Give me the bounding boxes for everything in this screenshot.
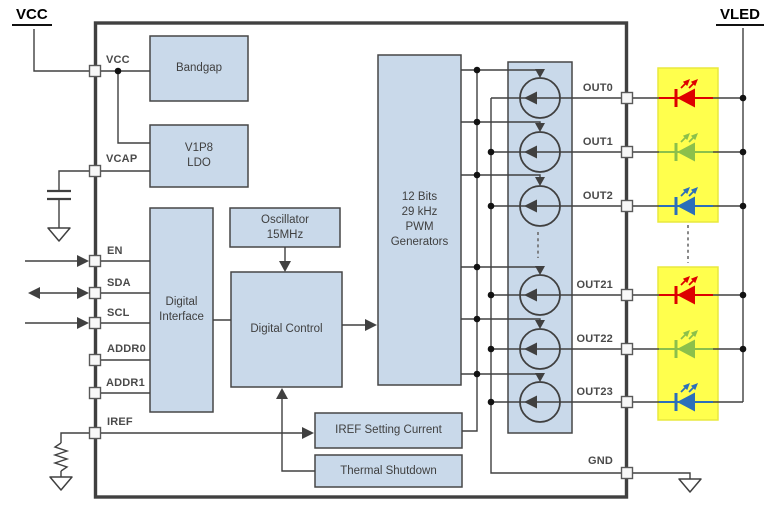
pin-label-vcap: VCAP bbox=[106, 153, 138, 165]
pin-out0 bbox=[620, 91, 634, 105]
oscillator-label: Oscillator 15MHz bbox=[230, 208, 340, 247]
left-pin-wires bbox=[100, 260, 150, 394]
di-line2: Interface bbox=[159, 311, 204, 323]
digital-control-block bbox=[230, 271, 343, 388]
pwm-line2: 29 kHz bbox=[401, 206, 438, 218]
pin-label-sda: SDA bbox=[107, 277, 131, 289]
pin-label-out21: OUT21 bbox=[576, 279, 613, 291]
pin-label-vcc: VCC bbox=[106, 54, 130, 66]
digital-interface-label: Digital Interface bbox=[150, 208, 213, 412]
digital-control-label: Digital Control bbox=[231, 272, 342, 387]
pin-label-out23: OUT23 bbox=[576, 386, 613, 398]
ldo-label: V1P8 LDO bbox=[150, 125, 248, 187]
bandgap-block bbox=[149, 35, 249, 102]
pin-gnd bbox=[620, 466, 634, 480]
ground-symbol-vcap bbox=[47, 227, 71, 242]
pin-label-out1: OUT1 bbox=[582, 136, 613, 148]
pin-out23 bbox=[620, 395, 634, 409]
pin-label-scl: SCL bbox=[107, 307, 130, 319]
osc-line1: Oscillator bbox=[261, 213, 309, 226]
pin-label-addr0: ADDR0 bbox=[107, 343, 146, 355]
vled-supply-label: VLED bbox=[716, 6, 765, 26]
scl-input-arrow bbox=[25, 317, 89, 329]
vcc-supply-label: VCC bbox=[12, 6, 52, 26]
pin-vcc bbox=[88, 64, 102, 78]
pwm-line1: 12 Bits bbox=[401, 191, 438, 203]
pin-label-addr1: ADDR1 bbox=[106, 377, 145, 389]
pin-out1 bbox=[620, 145, 634, 159]
pin-out22 bbox=[620, 342, 634, 356]
pin-vcap bbox=[88, 164, 102, 178]
bandgap-label: Bandgap bbox=[150, 36, 248, 101]
pins bbox=[88, 64, 634, 480]
ground-symbol-iref bbox=[49, 476, 73, 491]
ldo-line2: LDO bbox=[187, 157, 211, 169]
vcc-external-wire bbox=[33, 29, 89, 72]
dc-to-pwm-arrow bbox=[342, 319, 377, 331]
iref-internal-wire bbox=[100, 427, 314, 439]
pin-label-en: EN bbox=[107, 245, 123, 257]
pwm-generators-block bbox=[377, 54, 462, 386]
osc-to-dc-arrow bbox=[279, 247, 291, 272]
pwm-feed-wires bbox=[461, 69, 545, 382]
iref-setting-text: IREF Setting Current bbox=[335, 424, 442, 436]
pin-label-gnd: GND bbox=[587, 455, 613, 467]
thermal-shutdown-label: Thermal Shutdown bbox=[315, 455, 462, 487]
pin-label-out0: OUT0 bbox=[582, 82, 613, 94]
junction-dots bbox=[114, 66, 747, 406]
gnd-bus bbox=[490, 98, 622, 474]
dc-text: Digital Control bbox=[250, 323, 323, 335]
pin-out21 bbox=[620, 288, 634, 302]
bandgap-text: Bandgap bbox=[175, 62, 223, 74]
iref-resistor bbox=[49, 432, 89, 491]
pin-label-iref: IREF bbox=[107, 416, 133, 428]
pin-sda bbox=[88, 286, 102, 300]
pwm-line4: Generators bbox=[390, 236, 449, 248]
en-input-arrow bbox=[25, 255, 89, 267]
ground-symbol-gnd bbox=[678, 478, 702, 493]
pin-scl bbox=[88, 316, 102, 330]
thermal-to-dc-arrow bbox=[276, 388, 315, 472]
osc-line2: 15MHz bbox=[266, 228, 304, 241]
thermal-text: Thermal Shutdown bbox=[340, 464, 437, 477]
iref-setting-label: IREF Setting Current bbox=[315, 413, 462, 448]
ldo-line1: V1P8 bbox=[184, 142, 214, 154]
di-line1: Digital bbox=[165, 296, 198, 308]
pin-addr1 bbox=[88, 386, 102, 400]
output-row-wires bbox=[491, 97, 622, 403]
digital-interface-block bbox=[149, 207, 214, 413]
gnd-external bbox=[632, 472, 702, 493]
pin-iref bbox=[88, 426, 102, 440]
pwm-generators-label: 12 Bits 29 kHz PWM Generators bbox=[378, 55, 461, 385]
pin-label-out22: OUT22 bbox=[576, 333, 613, 345]
vcc-internal-wires bbox=[100, 70, 150, 172]
vcap-capacitor bbox=[47, 170, 89, 242]
led-highlight-box-top bbox=[657, 67, 719, 223]
led-wires bbox=[632, 28, 744, 403]
pin-en bbox=[88, 254, 102, 268]
pin-out2 bbox=[620, 199, 634, 213]
iref-setting-bus bbox=[462, 70, 478, 432]
pin-label-out2: OUT2 bbox=[582, 190, 613, 202]
pwm-line3: PWM bbox=[405, 221, 434, 233]
thermal-shutdown-block bbox=[314, 454, 463, 488]
pin-addr0 bbox=[88, 353, 102, 367]
sda-bidirectional-arrow bbox=[28, 287, 89, 299]
ldo-block bbox=[149, 124, 249, 188]
